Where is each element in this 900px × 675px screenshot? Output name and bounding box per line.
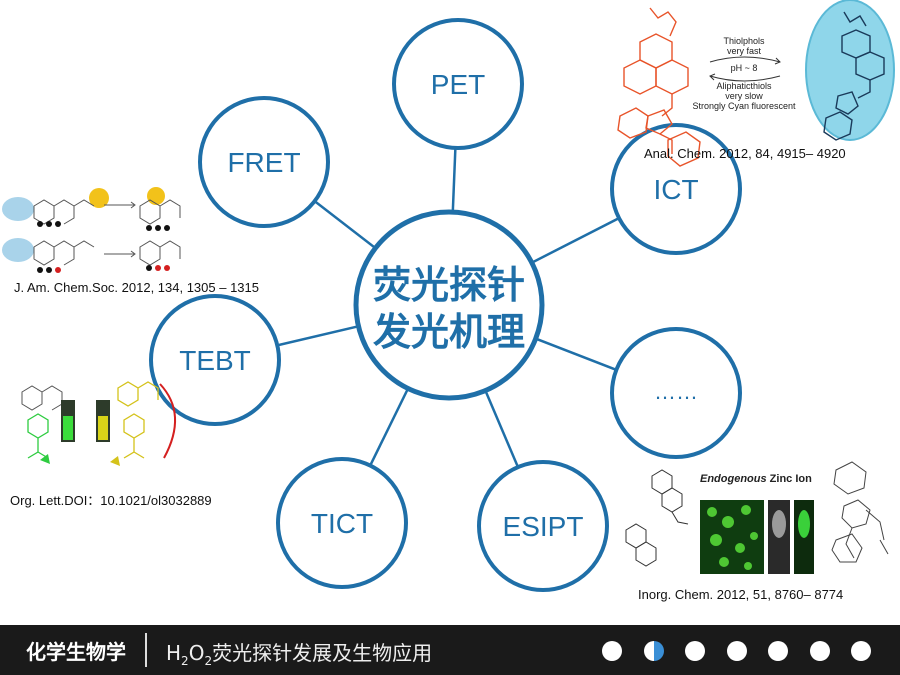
fret-structures-icon [33,199,181,266]
pagination-dot-active[interactable] [643,641,664,661]
reference-org-lett: Org. Lett.DOI：10.1021/ol3032889 [10,493,212,508]
node-esipt-label: ESIPT [503,511,584,542]
node-ict-label: ICT [653,174,698,205]
pagination-dot[interactable] [726,641,747,661]
node-tebt-label: TEBT [179,345,251,376]
center-title-line2: 发光机理 [373,310,525,354]
tebt-figure [21,381,176,466]
node-ict: ICT [610,123,742,255]
footer-title: 化学生物学 [26,640,126,664]
fret-blob-icon-2 [2,238,34,262]
ict-figure: Thiolphols very fast pH ~ 8 Aliphaticthi… [617,0,895,167]
ict-scheme-cyan-fluorescent: Strongly Cyan fluorescent [692,101,796,111]
fret-dots-icon [37,221,170,273]
pagination-dot[interactable] [685,641,705,661]
pagination-dot[interactable] [768,641,788,661]
fret-yellow-group-icon-2 [147,187,165,205]
esipt-molecule-icon [625,469,689,567]
footer-bar: 化学生物学 H2O2荧光探针发展及生物应用 [0,625,900,675]
esipt-figure: Endogenous Zinc Ion [622,461,894,578]
zinc-scheme-title: Endogenous Zinc Ion [700,473,812,485]
tebt-yellow-structure-icon [117,381,159,459]
ict-scheme-aliphaticthiols: Aliphaticthiols [716,81,772,91]
footer-subtitle: H2O2荧光探针发展及生物应用 [166,641,433,668]
node-esipt: ESIPT [477,460,609,592]
reference-inorg-chem: Inorg. Chem. 2012, 51, 8760– 8774 [638,587,844,602]
reference-anal-chem: Anal. Chem. 2012, 84, 4915– 4920 [644,146,846,161]
fret-yellow-group-icon [89,188,109,208]
node-tict: TICT [276,457,408,589]
pagination-dot[interactable] [851,641,871,661]
tebt-green-structure-icon [27,413,49,459]
reference-jacs: J. Am. Chem.Soc. 2012, 134, 1305 – 1315 [14,280,259,295]
fret-blob-icon [2,197,34,221]
node-pet-label: PET [431,69,485,100]
fret-red-dots-icon [55,265,170,273]
node-pet: PET [392,18,524,150]
pagination-dot[interactable] [809,641,830,661]
node-tict-label: TICT [311,508,373,539]
footer-divider [145,633,147,667]
blue-molecule-icon [823,11,885,141]
ict-scheme-ph: pH ~ 8 [731,63,758,73]
tebt-red-arc-icon [159,383,176,459]
node-more: …… [610,327,742,459]
tebt-yellow-arrow-icon [110,456,120,466]
tebt-green-arrow-icon [40,454,50,464]
center-title-line1: 荧光探针 [373,263,525,307]
ict-scheme-thiolphols: Thiolphols [723,36,765,46]
center-node: 荧光探针 发光机理 [353,209,545,401]
ict-scheme-very-fast: very fast [727,46,762,56]
node-more-label: …… [654,379,698,404]
node-fret-label: FRET [227,147,300,178]
fret-figure [2,187,181,273]
crystal-structure-icon [831,461,889,563]
orange-molecule-icon [617,7,701,167]
node-fret: FRET [198,96,330,228]
pagination-dot[interactable] [602,641,622,661]
cyan-oval-icon [805,0,895,141]
ict-scheme-very-slow: very slow [725,91,763,101]
reaction-arrows-icon [709,56,781,82]
node-tebt: TEBT [149,294,281,426]
tebt-dark-structure-icon [21,385,63,411]
